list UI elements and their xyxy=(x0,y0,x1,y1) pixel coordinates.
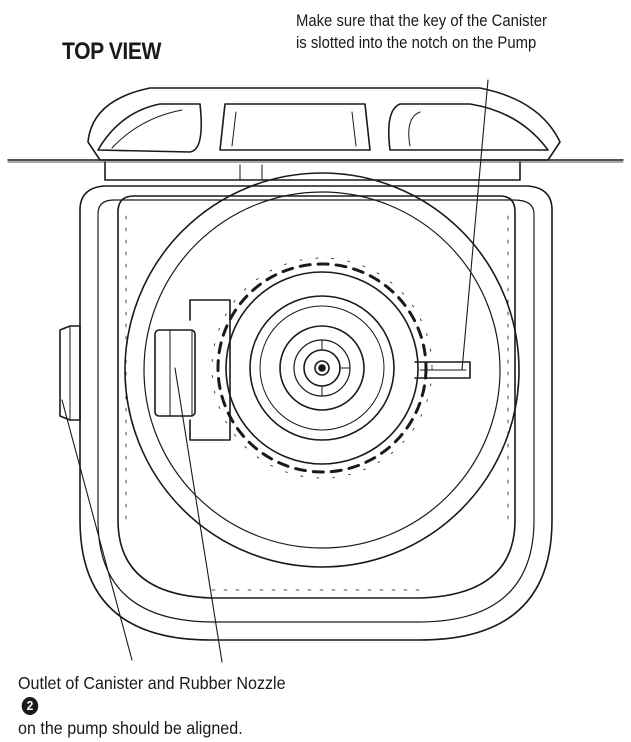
outer-housing xyxy=(79,185,553,641)
canister-outline xyxy=(117,195,516,599)
top-handle xyxy=(7,87,624,163)
key-callout-line-1: Make sure that the key of the Canister xyxy=(296,12,547,30)
canister-bowl xyxy=(124,172,520,568)
outlet-callout-line-1: Outlet of Canister and Rubber Nozzle xyxy=(18,673,286,693)
leader-lines xyxy=(61,79,489,663)
pump-top-view-drawing xyxy=(7,79,624,663)
impeller xyxy=(249,295,395,441)
gear-ring xyxy=(211,257,433,479)
page-title: TOP VIEW xyxy=(62,38,161,65)
outlet-callout-line-1-wrap: Outlet of Canister and Rubber Nozzle 2 xyxy=(18,670,368,715)
key-callout-line-2: is slotted into the notch on the Pump xyxy=(296,34,537,52)
key-callout: Make sure that the key of the Canister i… xyxy=(296,10,593,54)
nozzle-number-badge: 2 xyxy=(21,697,39,715)
canister-key xyxy=(414,361,471,379)
rubber-nozzle xyxy=(154,329,196,417)
